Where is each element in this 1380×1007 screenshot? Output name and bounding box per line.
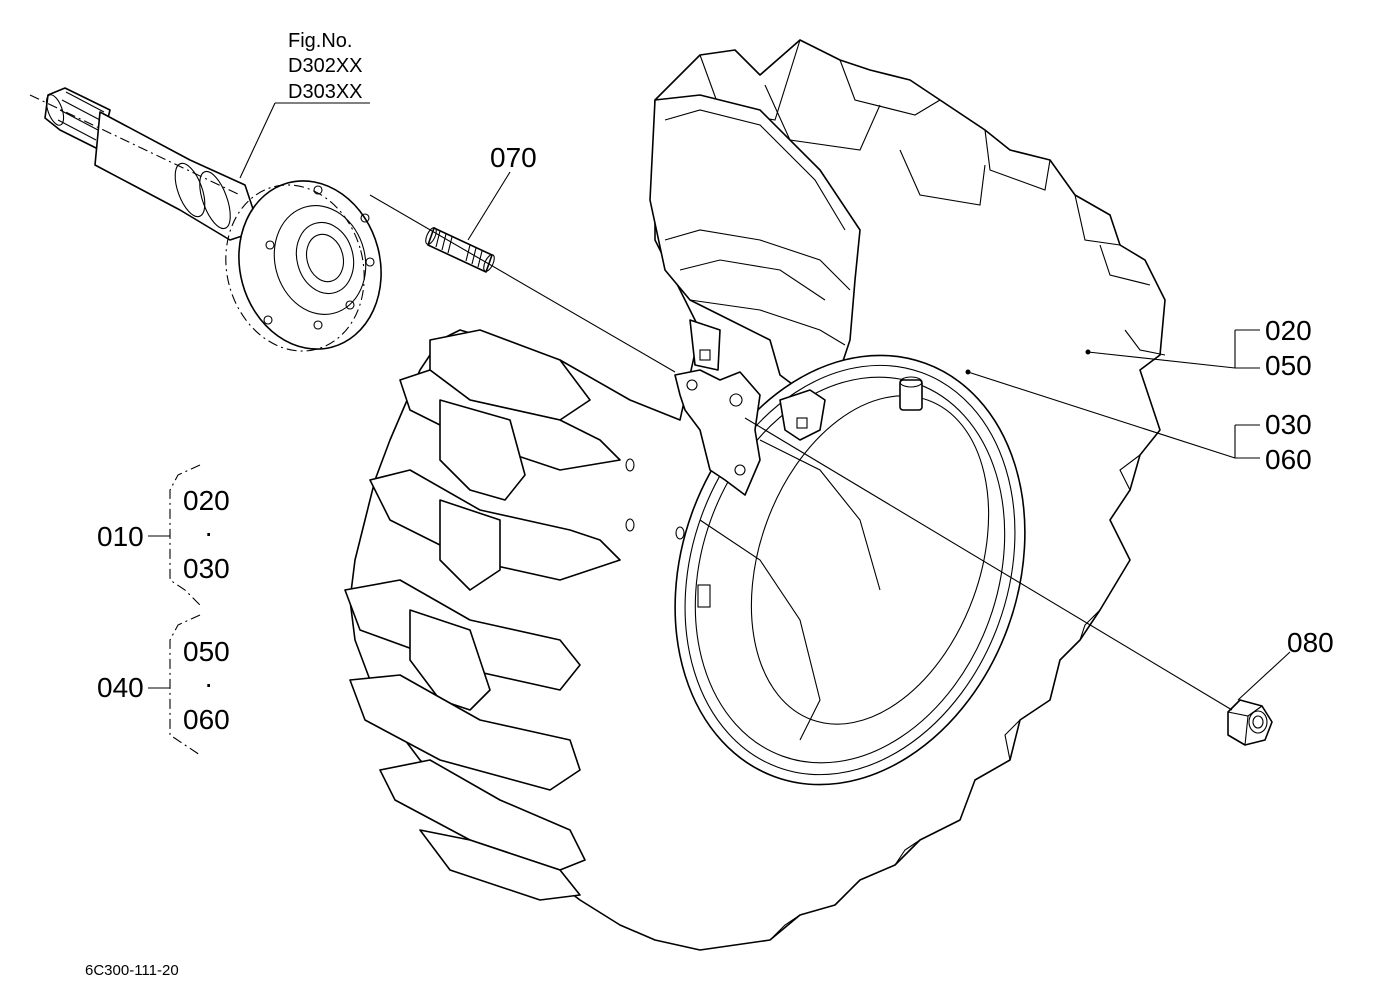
wheel-rim-illustration [625,94,1026,786]
assembly-010-id: 010 [97,521,144,552]
axle-shaft-illustration [29,87,382,352]
leader-lines [148,102,1291,756]
callout-060: 060 [1265,444,1312,475]
wheel-nut-illustration [1227,699,1273,746]
stud-bolt-illustration [425,227,495,273]
callout-070: 070 [490,142,537,173]
fig-label: Fig.No. [288,30,352,52]
assembly-010-top: 020 [183,485,230,516]
assembly-040-bottom: 060 [183,704,230,735]
fig-number-1: D302XX [288,55,363,77]
assembly-010-sep: · [204,517,213,548]
assembly-010-bottom: 030 [183,553,230,584]
callout-050: 050 [1265,350,1312,381]
fig-number-2: D303XX [288,81,363,103]
drawing-code: 6C300-111-20 [85,962,179,979]
callout-080: 080 [1287,627,1334,658]
assembly-040-id: 040 [97,672,144,703]
assembly-040-top: 050 [183,636,230,667]
callout-030: 030 [1265,409,1312,440]
assembly-040-sep: · [204,668,213,699]
callout-020: 020 [1265,315,1312,346]
